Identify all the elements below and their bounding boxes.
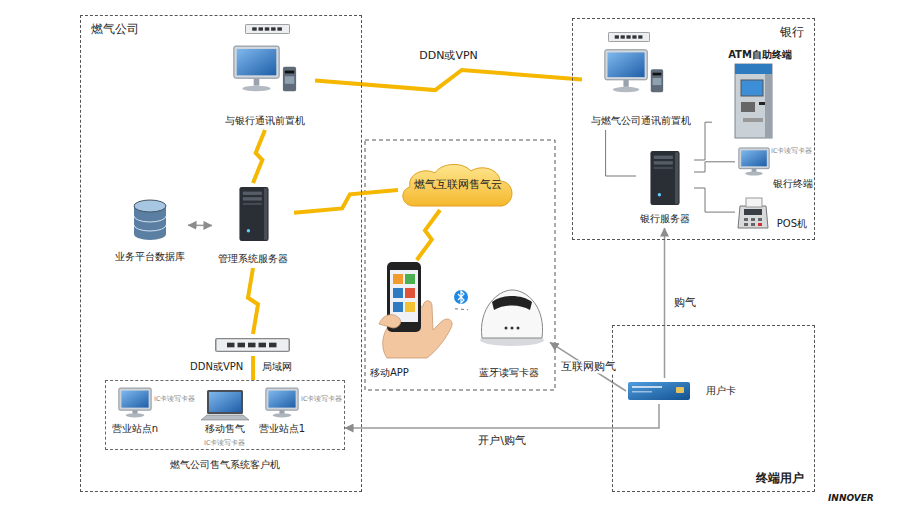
computer-icon: [234, 46, 296, 91]
connector-line: [664, 228, 666, 378]
lightning-link: [248, 268, 258, 380]
node-label: 管理系统服务器: [218, 253, 288, 265]
reader-label: IC卡读写卡器: [154, 396, 195, 403]
client-group-box: 营业站点n移动售气营业站点1燃气公司售气系统客户机: [105, 380, 345, 450]
node-label: 与银行通讯前置机: [225, 115, 305, 127]
connector-line: [694, 162, 735, 172]
database: 业务平台数据库: [112, 198, 188, 266]
atm: ATM自助终端: [712, 47, 808, 141]
computer-icon: [605, 50, 663, 92]
link-type-label: DDN或VPN: [190, 361, 243, 372]
group-title: 燃气公司售气系统客户机: [170, 459, 280, 471]
node-label: 业务平台数据库: [115, 251, 185, 263]
management-server: 管理系统服务器: [212, 183, 294, 268]
node-label: 银行服务器: [640, 213, 690, 225]
link-type-label: 局域网: [262, 361, 292, 372]
connector-line: [188, 224, 212, 226]
bluetooth-symbol: [454, 290, 468, 304]
edge-label: DDN或VPN: [417, 49, 480, 62]
bank-server: 银行服务器: [636, 148, 694, 228]
server-icon: [650, 151, 679, 205]
atm-icon: [735, 64, 772, 138]
database-icon: [134, 200, 166, 240]
switch-icon: [245, 24, 289, 33]
pos-icon: [738, 198, 768, 228]
reader-label: IC卡读写卡器: [771, 148, 812, 155]
lightning-link: [253, 130, 265, 183]
bank-region: 与燃气公司通讯前置机 ATM自助终端银行服务器 银行终端 POS机 银行: [572, 18, 815, 240]
bluetooth-reader: 蓝牙读写卡器: [468, 283, 550, 382]
lightning-link: [417, 210, 440, 260]
sales-station: 营业站点n: [108, 384, 162, 438]
node-label: 营业站点n: [112, 423, 158, 435]
monitor-icon: [119, 388, 151, 417]
company-region: 与银行通讯前置机业务平台数据库 管理系统服务器营业站点n 移动售气 营业站点1 燃气公司…: [80, 15, 362, 492]
node-label: 移动APP: [370, 367, 409, 379]
lightning-link: [294, 190, 398, 213]
lightning-link: [315, 70, 582, 90]
connector-line: [694, 122, 712, 160]
edge-label: 购气: [672, 296, 698, 309]
bluetooth-reader-icon: [480, 290, 544, 346]
node-label: 银行终端: [773, 178, 813, 190]
node-label: 燃气互联网售气云: [414, 178, 502, 191]
front-end-computer: 与燃气公司通讯前置机: [582, 46, 700, 130]
node-label: ATM自助终端: [728, 49, 792, 61]
monitor-icon: [739, 148, 769, 176]
edge-label: 互联网购气: [559, 360, 618, 373]
cloud-service: 燃气互联网售气云: [398, 160, 518, 210]
cloud-group-frame: [365, 140, 555, 390]
laptop-icon: [201, 390, 249, 420]
switch-icon: [608, 32, 649, 41]
user-card: 用户卡: [626, 378, 736, 404]
connector-line: [606, 130, 636, 176]
phone-hand-icon: [379, 262, 452, 358]
reader-label: IC卡读写卡器: [301, 396, 342, 403]
node-label: 与燃气公司通讯前置机: [591, 115, 691, 127]
connector-line: [694, 188, 735, 212]
end-user-region: 用户卡终端用户: [612, 325, 815, 492]
pos-machine: POS机: [735, 195, 807, 233]
sales-station: 营业站点1: [254, 384, 310, 438]
user-card-icon: [628, 382, 690, 400]
node-label: 蓝牙读写卡器: [479, 367, 539, 379]
bank-terminal: 银行终端: [735, 145, 813, 193]
connector-line: [455, 308, 468, 310]
region-title: 燃气公司: [91, 22, 139, 36]
node-label: 营业站点1: [259, 423, 305, 435]
edge-label: 开户\购气: [476, 434, 528, 447]
node-label: 用户卡: [706, 385, 736, 397]
reader-label: IC卡读写卡器: [204, 440, 245, 447]
mobile-app: 移动APP: [370, 260, 455, 382]
region-title: 银行: [780, 25, 804, 39]
node-label: POS机: [777, 218, 807, 230]
watermark: INNOVER: [828, 494, 874, 504]
connector-line: [550, 342, 626, 391]
monitor-icon: [266, 388, 298, 417]
server-icon: [239, 187, 268, 241]
front-end-computer: 与银行通讯前置机: [215, 40, 315, 130]
region-title: 终端用户: [756, 471, 804, 485]
mobile-sales: 移动售气: [197, 384, 253, 438]
switch-icon: [216, 339, 290, 352]
node-label: 移动售气: [205, 423, 245, 435]
